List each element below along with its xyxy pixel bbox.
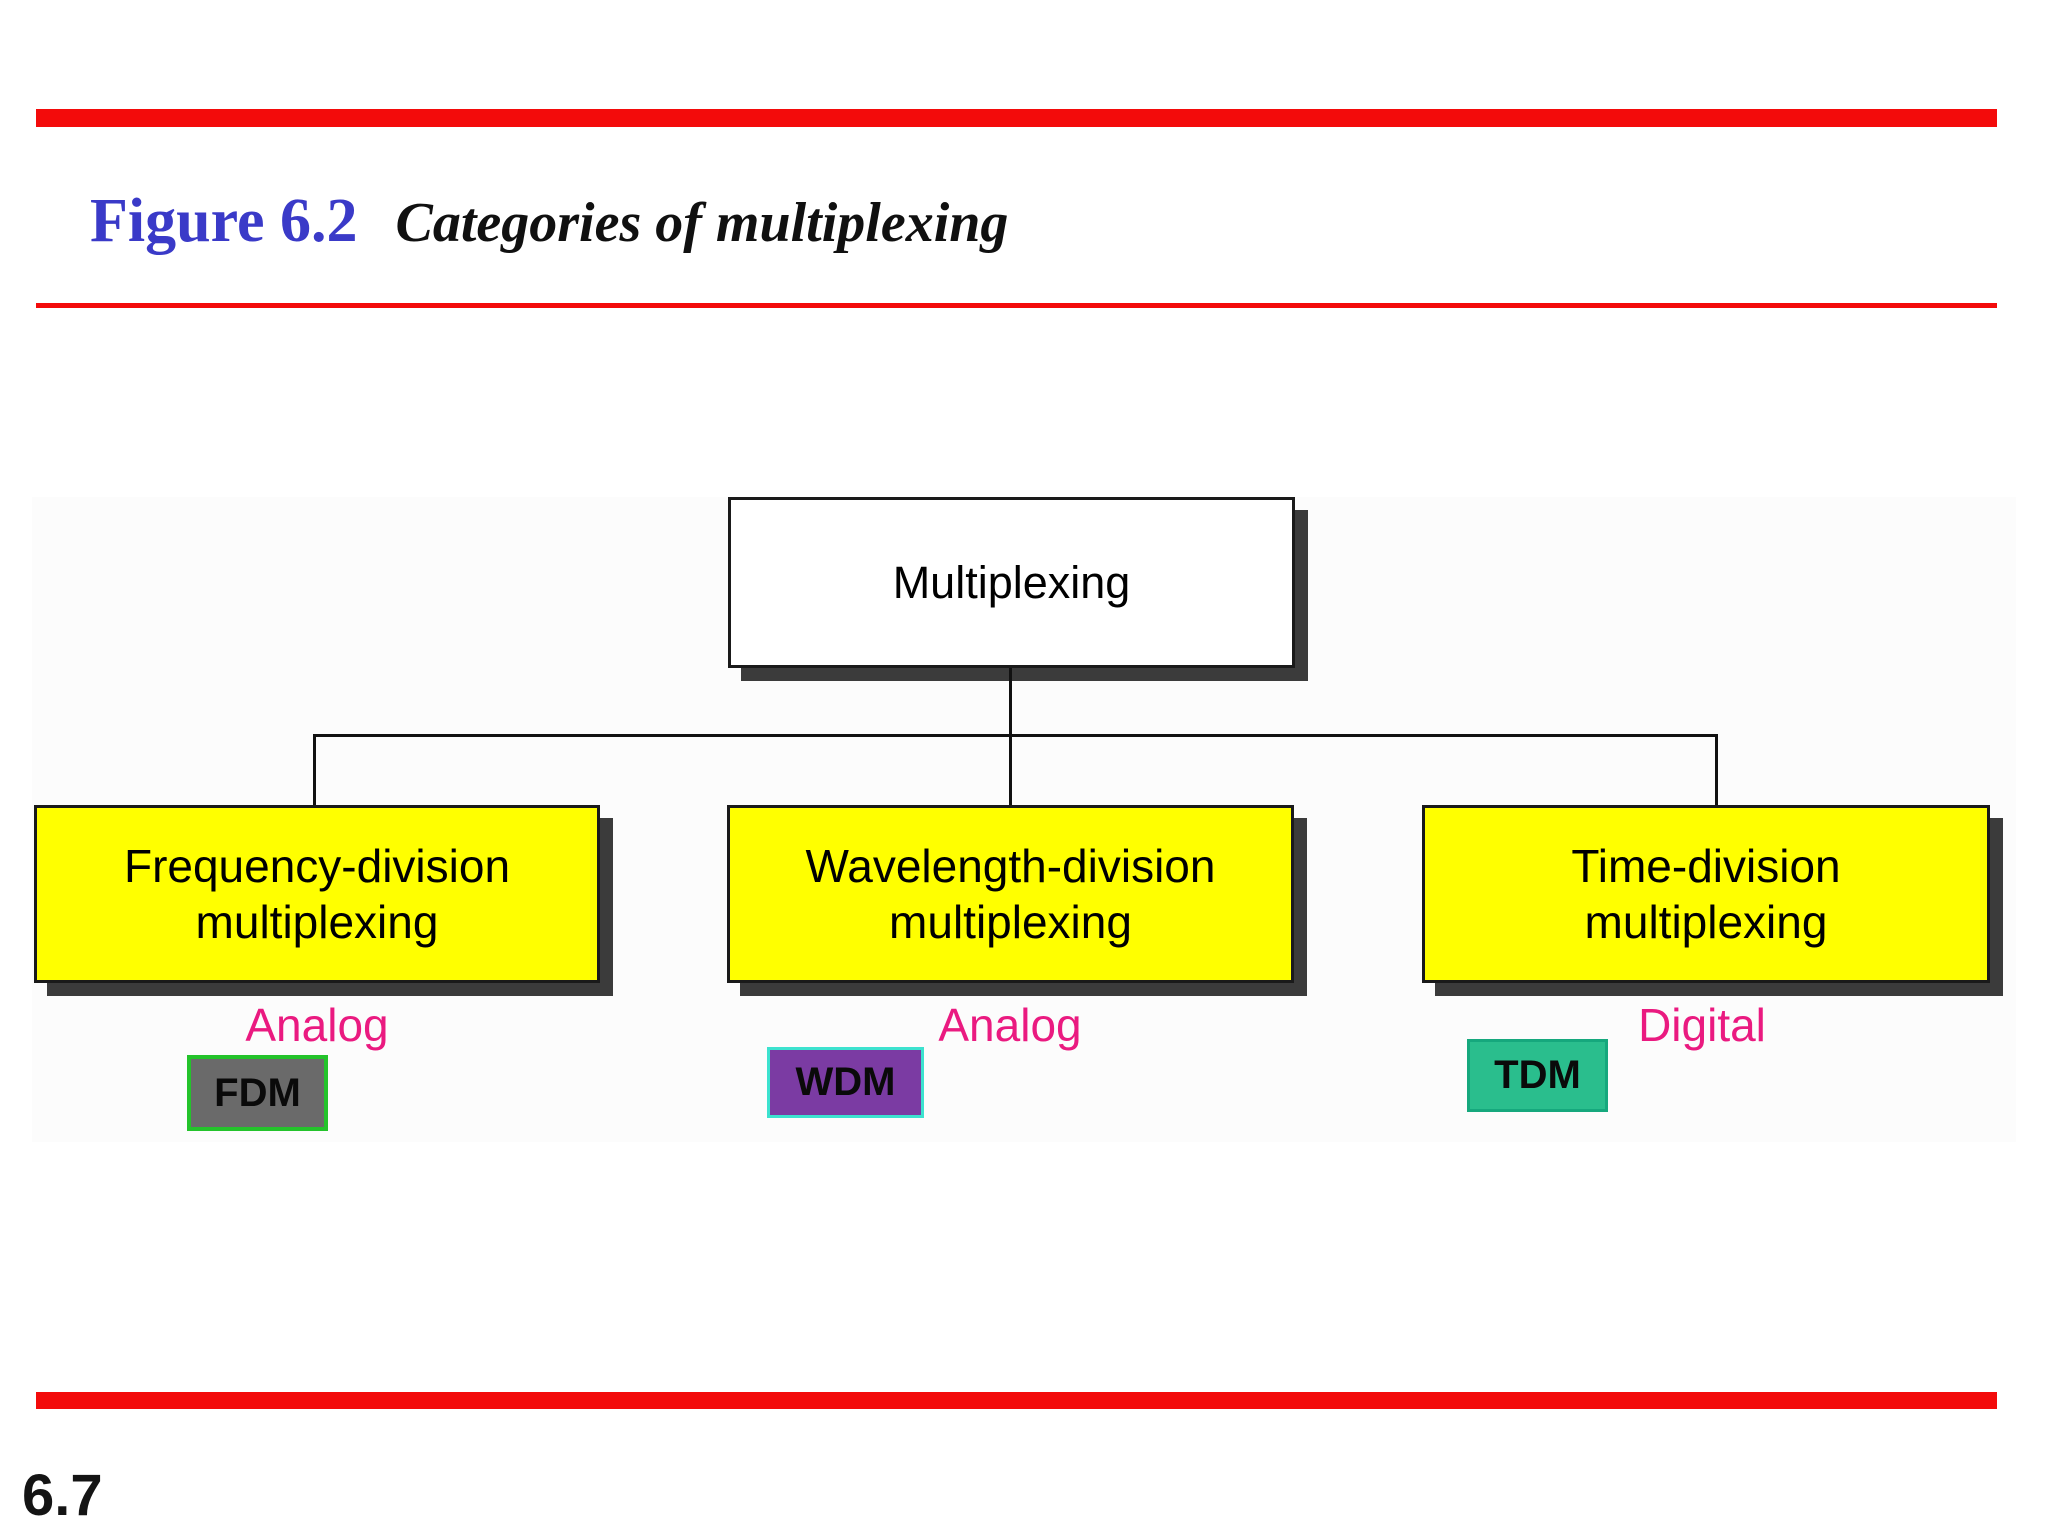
figure-label: Figure 6.2: [90, 187, 358, 255]
top-red-rule: [36, 109, 1997, 127]
node-wavelength-division-line1: Wavelength-division: [805, 840, 1216, 892]
category-label-analog-wdm: Analog: [938, 999, 1082, 1051]
header-underline: [36, 303, 1997, 308]
node-time-division: Time-division multiplexing: [1422, 805, 1990, 983]
page-number: 6.7: [22, 1463, 103, 1528]
figure-title: Categories of multiplexing: [395, 192, 1009, 254]
connector-horizontal: [313, 734, 1718, 737]
node-time-division-label: Time-division multiplexing: [1571, 838, 1840, 950]
abbr-box-tdm: TDM: [1467, 1039, 1608, 1112]
connector-drop-middle: [1009, 734, 1012, 806]
node-wavelength-division-line2: multiplexing: [889, 896, 1132, 948]
node-multiplexing: Multiplexing: [728, 497, 1295, 668]
node-multiplexing-label: Multiplexing: [892, 556, 1131, 608]
connector-drop-left: [313, 734, 316, 806]
category-label-analog-fdm: Analog: [245, 999, 389, 1051]
node-wavelength-division: Wavelength-division multiplexing: [727, 805, 1294, 983]
node-frequency-division-line2: multiplexing: [195, 896, 439, 948]
bottom-red-rule: [36, 1392, 1997, 1409]
node-frequency-division-line1: Frequency-division: [123, 840, 511, 892]
abbr-fdm-label: FDM: [214, 1070, 301, 1115]
node-frequency-division: Frequency-division multiplexing: [34, 805, 600, 983]
abbr-box-wdm: WDM: [767, 1047, 924, 1118]
node-frequency-division-label: Frequency-division multiplexing: [124, 838, 510, 950]
abbr-wdm-label: WDM: [795, 1060, 896, 1104]
connector-root-stem: [1009, 668, 1012, 736]
node-time-division-line2: multiplexing: [1584, 896, 1828, 948]
node-time-division-line1: Time-division: [1571, 840, 1841, 892]
abbr-box-fdm: FDM: [187, 1055, 328, 1131]
slide-header: Figure 6.2 Categories of multiplexing: [90, 186, 1008, 257]
node-wavelength-division-label: Wavelength-division multiplexing: [806, 838, 1216, 950]
abbr-tdm-label: TDM: [1494, 1053, 1581, 1097]
category-label-digital-tdm: Digital: [1638, 999, 1766, 1051]
connector-drop-right: [1715, 734, 1718, 806]
